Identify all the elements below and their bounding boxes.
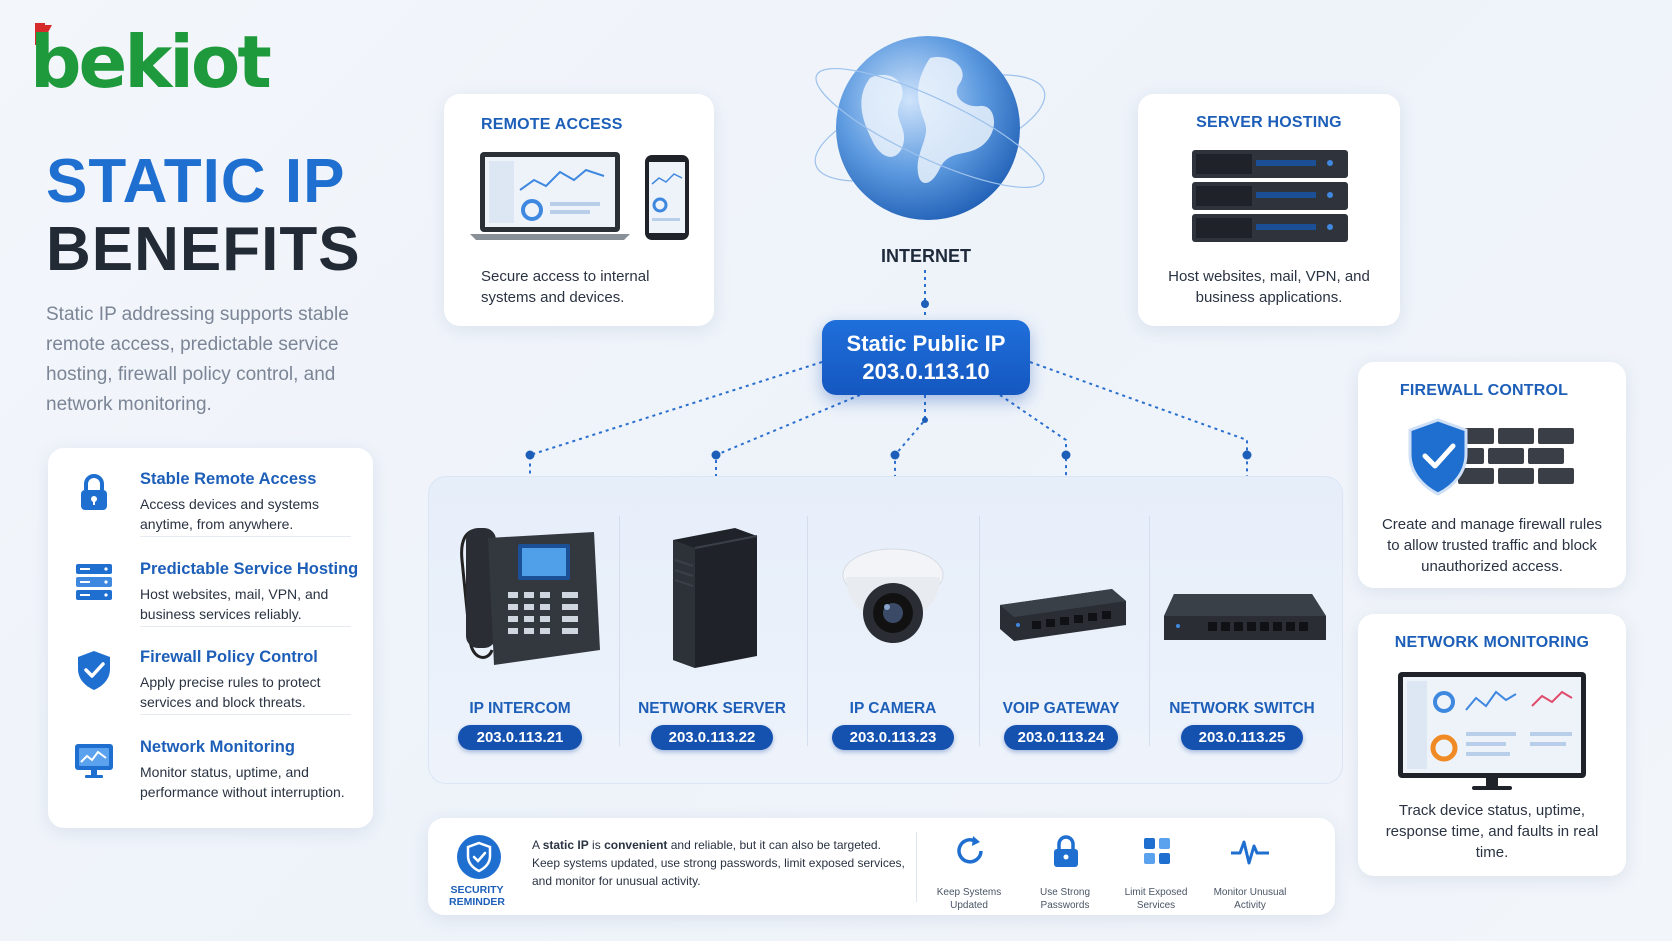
reminder-text-bold: convenient — [604, 838, 668, 852]
card-title: FIREWALL CONTROL — [1399, 382, 1569, 399]
benefit-title: Stable Remote Access — [140, 470, 317, 488]
security-reminder-bar: SECURITY REMINDER A static IP is conveni… — [428, 818, 1335, 915]
bekiot-logo-icon — [35, 23, 52, 45]
reminder-text-part: is — [588, 838, 605, 852]
static-ip-label: Static Public IP — [846, 331, 1006, 356]
laptop-phone-icon — [470, 152, 689, 240]
monitor-icon — [72, 738, 116, 782]
device-label: VOIP GATEWAY — [1002, 700, 1120, 717]
benefit-item: Predictable Service Hosting Host website… — [48, 538, 373, 626]
device-ip-badge: 203.0.113.22 — [651, 725, 773, 750]
benefit-title: Predictable Service Hosting — [140, 560, 359, 578]
benefit-desc: Access devices and systems anytime, from… — [140, 496, 319, 532]
benefit-title: Firewall Policy Control — [140, 648, 318, 666]
reminder-text-part: and reliable, but it can also be targete… — [532, 838, 905, 888]
remote-access-card: REMOTE ACCESS Secure access to internal … — [444, 94, 714, 326]
ip-phone-icon — [460, 528, 600, 665]
pulse-icon — [1231, 840, 1269, 865]
benefit-item: Network Monitoring Monitor status, uptim… — [48, 716, 373, 804]
firewall-control-card: FIREWALL CONTROL Create and manage firew… — [1358, 362, 1626, 588]
dome-camera-icon — [842, 548, 944, 643]
gateway-icon — [1000, 589, 1126, 641]
security-shield-icon — [457, 835, 501, 879]
security-reminder-badge: SECURITY REMINDER — [448, 884, 505, 908]
card-text: Host websites, mail, VPN, and business a… — [1168, 268, 1370, 306]
lock-icon — [72, 470, 116, 514]
reminder-item-label: Use Strong Passwords — [1039, 887, 1091, 911]
divider — [619, 516, 620, 746]
device-ip-badge: 203.0.113.25 — [1181, 725, 1303, 750]
static-public-ip-box: Static Public IP 203.0.113.10 — [822, 320, 1030, 395]
divider — [140, 536, 351, 537]
server-icon — [72, 560, 116, 604]
benefits-card: Stable Remote Access Access devices and … — [48, 448, 373, 828]
divider — [916, 832, 917, 902]
padlock-icon — [1054, 835, 1078, 867]
reminder-text-bold: static IP — [542, 838, 589, 852]
network-monitoring-card: NETWORK MONITORING Track device status, … — [1358, 614, 1626, 876]
card-title: SERVER HOSTING — [1196, 114, 1342, 131]
card-title: REMOTE ACCESS — [481, 116, 623, 133]
divider — [140, 626, 351, 627]
divider — [979, 516, 980, 746]
benefit-item: Stable Remote Access Access devices and … — [48, 448, 373, 536]
benefit-title: Network Monitoring — [140, 738, 295, 756]
divider — [807, 516, 808, 746]
tower-server-icon — [673, 528, 758, 668]
page-title-line1: STATIC IP — [46, 147, 346, 216]
benefit-item: Firewall Policy Control Apply precise ru… — [48, 626, 373, 714]
reminder-text: A static IP is convenient and reliable, … — [532, 836, 912, 890]
static-ip-address: 203.0.113.10 — [862, 359, 990, 384]
brand-name: bekiot — [30, 20, 272, 104]
device-label: NETWORK SWITCH — [1169, 700, 1315, 717]
shield-icon — [72, 648, 116, 692]
server-hosting-card: SERVER HOSTING Host websites, mail, VPN,… — [1138, 94, 1400, 326]
card-text: Secure access to internal systems and de… — [481, 268, 650, 306]
card-text: Track device status, uptime, response ti… — [1385, 802, 1599, 861]
device-ip-badge: 203.0.113.21 — [458, 725, 582, 750]
reminder-text-part: A — [532, 838, 543, 852]
internet-label: INTERNET — [881, 246, 971, 266]
page-title-line2: BENEFITS — [46, 215, 361, 284]
reminder-item-label: Limit Exposed Services — [1124, 887, 1188, 911]
device-label: IP INTERCOM — [469, 700, 571, 717]
device-ip-badge: 203.0.113.24 — [1004, 725, 1118, 750]
switch-icon — [1164, 594, 1326, 640]
divider — [140, 714, 351, 715]
reminder-item-label: Monitor Unusual Activity — [1213, 887, 1287, 911]
rack-server-icon — [1192, 150, 1348, 242]
intro-text: Static IP addressing supports stable rem… — [46, 304, 349, 415]
divider — [1149, 516, 1150, 746]
device-label: NETWORK SERVER — [638, 700, 786, 717]
device-label: IP CAMERA — [849, 700, 937, 717]
reminder-item-label: Keep Systems Updated — [936, 887, 1002, 911]
card-title: NETWORK MONITORING — [1394, 634, 1590, 651]
refresh-icon — [957, 836, 983, 864]
benefit-desc: Apply precise rules to protect services … — [140, 674, 321, 710]
device-ip-badge: 203.0.113.23 — [832, 725, 954, 750]
brand-logo: bekiot — [30, 20, 290, 105]
globe-icon — [814, 36, 1046, 220]
grid-icon — [1144, 838, 1170, 864]
card-text: Create and manage firewall rules to allo… — [1381, 516, 1603, 575]
benefit-desc: Host websites, mail, VPN, and business s… — [140, 586, 329, 622]
monitoring-display-icon — [1398, 672, 1586, 790]
benefit-desc: Monitor status, uptime, and performance … — [140, 764, 345, 800]
firewall-shield-icon — [1408, 418, 1574, 496]
